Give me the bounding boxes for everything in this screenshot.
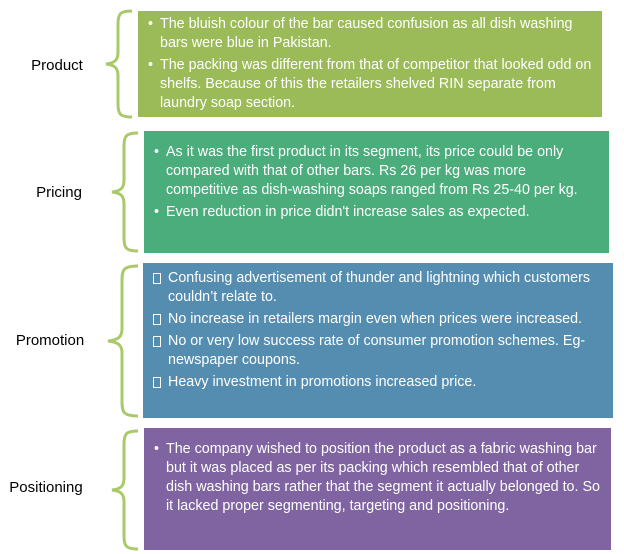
list-item: •The bluish colour of the bar caused con… [148,16,573,51]
box-positioning: •The company wished to position the prod… [144,428,611,550]
row-label-promotion: Promotion [15,332,85,349]
list-item: •As it was the first product in its segm… [154,144,578,198]
list-item: Heavy investment in promotions increased… [153,373,603,392]
box-pricing: •As it was the first product in its segm… [144,131,609,253]
box-product: •The bluish colour of the bar caused con… [138,11,602,117]
list-item: •The company wished to position the prod… [154,441,600,514]
brace-pricing [111,131,139,253]
row-label-pricing: Pricing [36,184,82,201]
brace-promotion [107,264,139,418]
row-label-positioning: Positioning [9,479,83,496]
box-promotion: Confusing advertisement of thunder and l… [143,263,613,418]
brace-positioning [111,429,139,551]
list-item: •Even reduction in price didn't increase… [154,204,530,220]
brace-product [105,9,133,119]
list-item: No increase in retailers margin even whe… [153,310,603,329]
list-item: •The packing was different from that of … [148,57,592,111]
row-label-product: Product [31,57,83,74]
list-item: Confusing advertisement of thunder and l… [153,269,603,307]
list-item: No or very low success rate of consumer … [153,332,603,370]
